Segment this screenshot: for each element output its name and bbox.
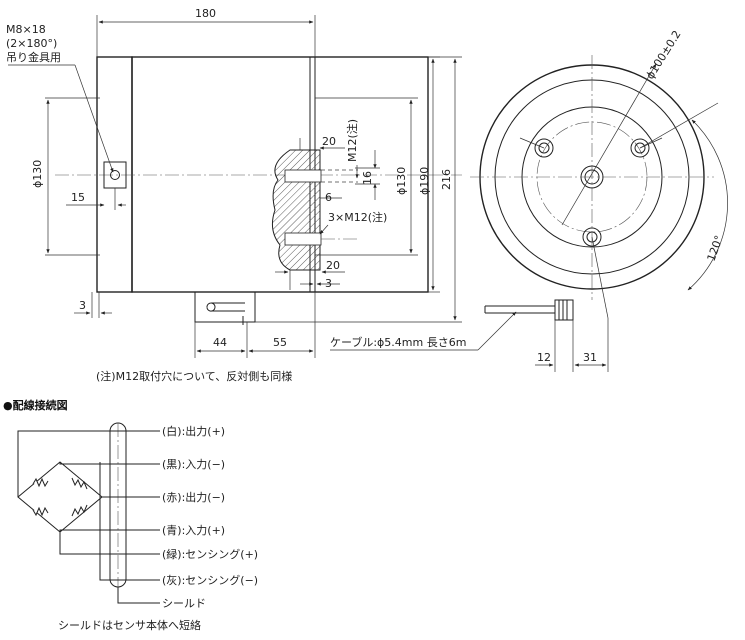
dim-dia130-left-label: ϕ130 [31,160,44,188]
bolt-note-line2: (2×180°) [6,37,57,50]
shield-label: シールド [162,597,206,610]
dim-15-label: 15 [71,191,85,204]
main-body [131,56,429,293]
dim-3-right-label: 3 [325,277,332,290]
dim-20-bottom-label: 20 [326,259,340,272]
dim-44-label: 44 [213,336,227,349]
wire-gray [99,462,160,581]
wire-green [59,532,160,555]
wire-label-gray: (灰):センシング(−) [162,573,258,587]
angle-arc [687,119,728,291]
wire-label-blue: (青):入力(+) [162,524,225,537]
end-flange-left [96,56,133,293]
resistor-1 [32,477,49,488]
wire-label-red: (赤):出力(−) [162,490,225,504]
wire-label-green: (緑):センシング(+) [162,547,258,561]
dim-6-label: 6 [325,191,332,204]
dim-12-label: 12 [537,351,551,364]
resistor-3 [32,506,49,517]
dim-55-label: 55 [273,336,287,349]
cable-note-leader [477,311,517,351]
tapped-hole-lower [284,232,322,246]
wire-label-white: (白):出力(+) [162,424,225,438]
resistor-4 [71,504,88,517]
front-view: ϕ100±0.2 120° 12 31 [470,28,728,372]
dim-20-top-label: 20 [322,135,336,148]
wire-white [17,430,160,497]
wire-black [59,462,160,465]
cable-note: ケーブル:ϕ5.4mm 長さ6m [330,335,466,349]
bolt-note-line1: M8×18 [6,23,46,36]
wire-label-black: (黒):入力(−) [162,458,225,471]
dim-31-label: 31 [583,351,597,364]
dim-dia130-right-label: ϕ130 [395,167,408,195]
hole-1 [534,138,554,158]
section-cut-hatch [271,149,321,271]
wiring-diagram: ●配線接続図 (白):出力(+) (黒):入力(−) (赤):出力(−) (青)… [3,398,258,632]
lifting-bolt-hole [110,170,120,180]
shield-footnote: シールドはセンサ本体へ短絡 [58,618,201,632]
pcd-dim-line [561,63,657,226]
dim-180-label: 180 [195,7,216,20]
dim-216-label: 216 [440,169,453,190]
mounting-holes [534,138,650,247]
wire-shield [117,587,160,604]
wiring-title: ●配線接続図 [3,398,68,412]
pcd-dim-label: ϕ100±0.2 [644,28,684,82]
m12-count-label: 3×M12(注) [328,210,387,224]
wire-blue [59,529,160,532]
hole-2 [630,138,650,158]
resistor-2 [71,477,88,490]
dim-3-left-label: 3 [79,299,86,312]
mounting-hole-footnote: (注)M12取付穴について、反対側も同様 [96,369,292,383]
cable-gland-block [194,291,256,323]
cable-slot [206,302,245,312]
bolt-note-line3: 吊り金具用 [6,50,61,64]
angle-label: 120° [705,234,726,263]
side-view: 180 M8×18 (2×180°) 吊り金具用 ϕ130 15 3 20 M1… [6,7,517,383]
hole-3 [582,227,602,247]
cable-exit-gland [554,299,574,321]
dim-dia190-label: ϕ190 [418,167,431,195]
m12-vertical-label: M12(注) [345,119,359,162]
bridge-outline [17,461,103,533]
tapped-hole-upper [284,169,322,183]
bolt-note-leader [74,64,114,173]
dim-16-label: 16 [361,171,374,185]
